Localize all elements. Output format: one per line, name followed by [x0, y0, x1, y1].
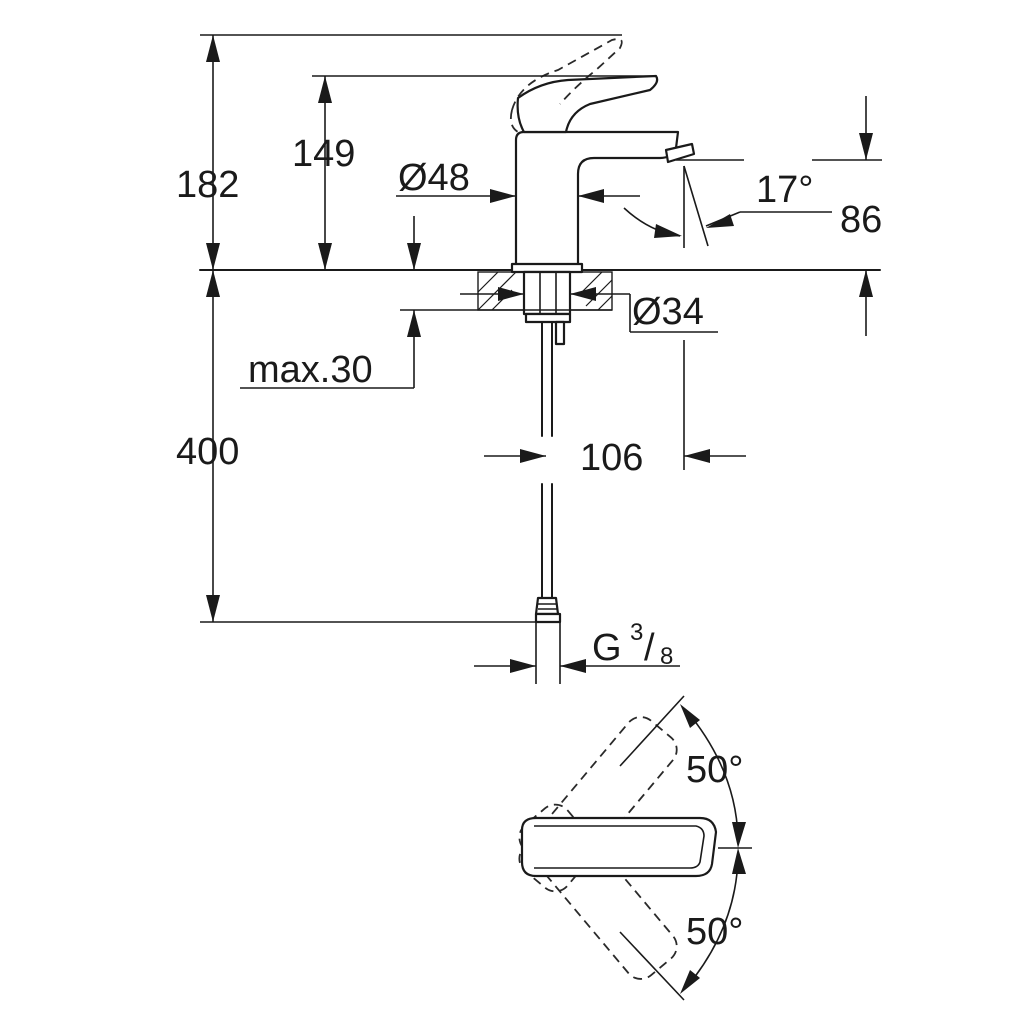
label-spout-angle: 17° — [756, 169, 813, 211]
dim-spout-reach — [484, 340, 746, 470]
top-view: 50° 50° — [518, 695, 752, 1001]
dim-spout-angle — [623, 165, 832, 248]
label-lever-angle-bottom: 50° — [686, 911, 743, 953]
label-overall-height: 182 — [176, 164, 239, 206]
mounting-nut — [524, 312, 572, 324]
dim-lever-angles — [619, 695, 752, 1001]
lever-raised-outline — [511, 38, 623, 111]
supply-hose — [534, 321, 562, 624]
label-spout-reach: 106 — [580, 437, 643, 479]
label-thread-denominator: 8 — [660, 643, 673, 670]
dim-connection-thread — [474, 622, 680, 684]
dim-spout-height — [676, 96, 882, 336]
body-base — [510, 262, 584, 274]
label-thread-numerator: 3 — [630, 619, 643, 646]
aerator — [664, 142, 696, 164]
dim-body-diameter — [396, 189, 640, 203]
dim-base-diameter — [460, 287, 718, 333]
label-thread-prefix: G — [592, 627, 622, 669]
dim-hose-length — [200, 270, 536, 623]
label-lever-height: 149 — [292, 133, 355, 175]
label-base-diameter: Ø34 — [632, 291, 704, 333]
dim-max-deck-thickness — [240, 216, 612, 389]
lever-top-view — [520, 816, 718, 878]
label-spout-height: 86 — [840, 199, 882, 241]
dim-lever-height — [312, 75, 656, 270]
dim-overall-height — [200, 34, 622, 270]
label-body-diameter: Ø48 — [398, 157, 470, 199]
label-lever-angle-top: 50° — [686, 749, 743, 791]
label-hose-length: 400 — [176, 431, 239, 473]
side-view: 182 149 Ø48 86 — [176, 34, 882, 684]
threaded-rod — [554, 320, 566, 346]
label-max-deck-thickness: max.30 — [248, 349, 373, 391]
lever-handle — [516, 74, 659, 134]
label-thread-separator: / — [644, 627, 655, 669]
mounting-shank — [522, 270, 572, 316]
